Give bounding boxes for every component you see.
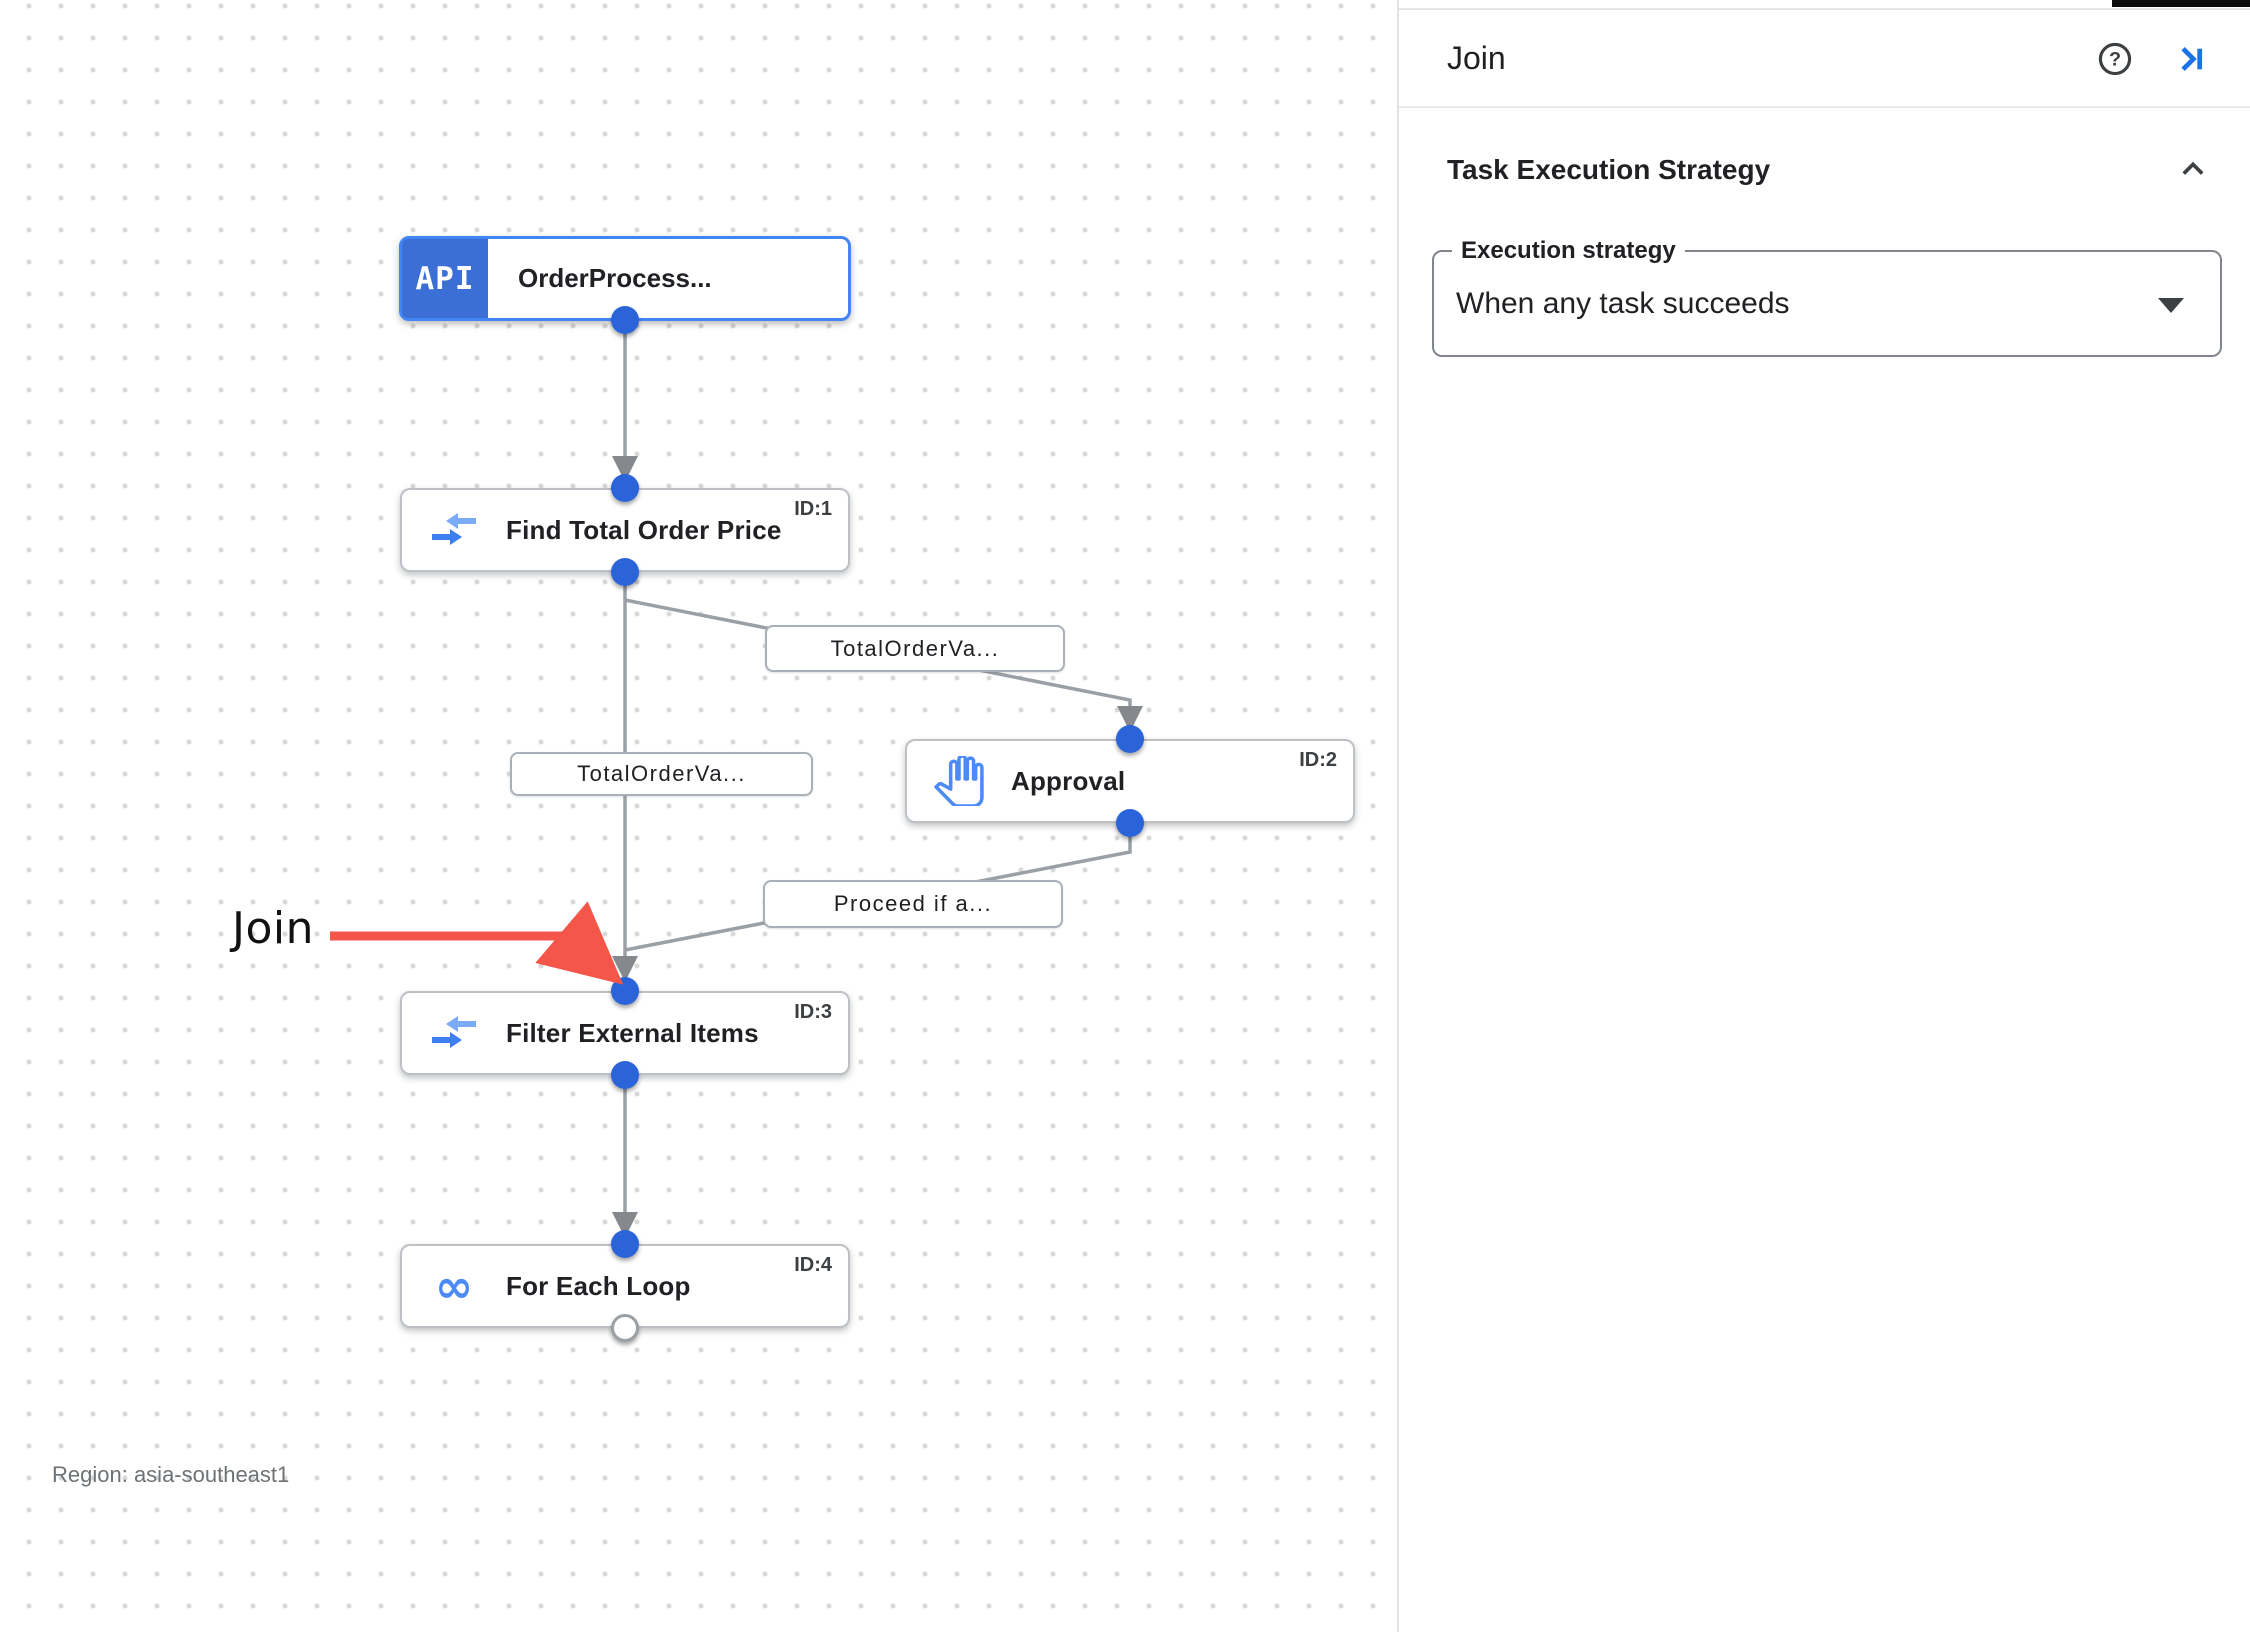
output-port[interactable] (1116, 809, 1144, 837)
node-title: For Each Loop (506, 1270, 691, 1301)
input-port[interactable] (1116, 725, 1144, 753)
node-title: OrderProcess... (518, 263, 712, 293)
svg-text:?: ? (2109, 49, 2121, 71)
field-label: Execution strategy (1452, 237, 1685, 265)
output-port-unconnected[interactable] (611, 1314, 639, 1342)
hand-icon (907, 756, 1011, 806)
input-port[interactable] (611, 474, 639, 502)
annotation-label: Join (232, 903, 315, 954)
panel-header: Join ? (1399, 10, 2250, 108)
region-label: Region: asia-southeast1 (52, 1462, 290, 1487)
panel-top-divider (1399, 8, 2250, 10)
merge-arrows-icon (402, 1013, 506, 1053)
workflow-canvas[interactable]: TotalOrderVa... TotalOrderVa... Proceed … (0, 0, 1397, 1632)
node-id-badge: ID:2 (1299, 749, 1337, 771)
node-title: Filter External Items (506, 1017, 759, 1048)
output-port[interactable] (611, 1061, 639, 1089)
node-id-badge: ID:4 (794, 1254, 832, 1276)
browser-artifact-bar (2112, 0, 2250, 7)
execution-strategy-select[interactable]: Execution strategy When any task succeed… (1432, 237, 2222, 357)
edge-label[interactable]: TotalOrderVa... (765, 625, 1065, 672)
panel-title: Join (1447, 39, 1506, 76)
output-port[interactable] (611, 306, 639, 334)
node-title: Approval (1011, 765, 1126, 796)
node-title: Find Total Order Price (506, 514, 782, 545)
edge-label[interactable]: TotalOrderVa... (510, 752, 813, 796)
input-port[interactable] (611, 1230, 639, 1258)
field-value: When any task succeeds (1456, 286, 1790, 320)
merge-arrows-icon (402, 510, 506, 550)
input-port[interactable] (611, 977, 639, 1005)
help-icon[interactable]: ? (2096, 40, 2134, 78)
edge-label[interactable]: Proceed if a... (763, 880, 1063, 928)
infinity-icon: ∞ (434, 1259, 474, 1313)
section-task-execution-strategy[interactable]: Task Execution Strategy (1447, 148, 2210, 192)
config-panel: Join ? Task Execution Strategy (1397, 0, 2250, 1632)
node-id-badge: ID:1 (794, 498, 832, 520)
caret-down-icon (2158, 298, 2184, 313)
api-badge: API (402, 239, 488, 318)
collapse-panel-icon[interactable] (2172, 40, 2210, 78)
output-port[interactable] (611, 558, 639, 586)
chevron-up-icon[interactable] (2176, 153, 2210, 187)
node-id-badge: ID:3 (794, 1001, 832, 1023)
section-title: Task Execution Strategy (1447, 154, 1771, 185)
